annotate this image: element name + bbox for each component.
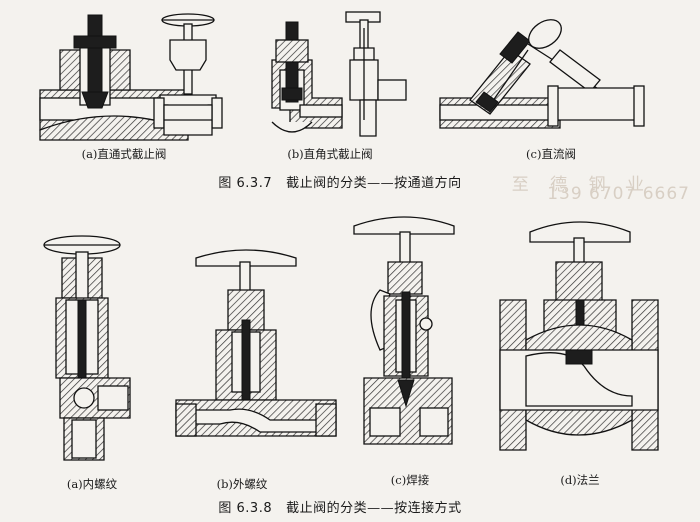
angle-globe-valve-drawing [271, 21, 343, 133]
watermark-phone: 139 6707 6667 [547, 184, 690, 204]
figure-title: 截止阀的分类——按连接方式 [286, 501, 462, 516]
subfigure-label-flanged: (d)法兰 [560, 473, 600, 487]
subfigure-label-straight-globe: (a)直通式截止阀 [81, 147, 167, 161]
internal-thread-valve-drawing [43, 235, 131, 461]
figure-number: 图 6.3.8 [218, 501, 273, 516]
figure-title: 截止阀的分类——按通道方向 [286, 176, 462, 191]
external-thread-valve-drawing [175, 249, 337, 437]
angle-valve-outline-drawing [345, 11, 407, 137]
y-pattern-valve-drawing [439, 31, 561, 129]
figure-caption-6-3-8: 图 6.3.8 截止阀的分类——按连接方式 [218, 497, 461, 516]
welded-valve-drawing [353, 216, 455, 445]
y-valve-outline-drawing [527, 19, 645, 127]
subfigure-label-angle-globe: (b)直角式截止阀 [287, 147, 373, 161]
subfigure-label-welded: (c)焊接 [390, 473, 430, 487]
flanged-valve-drawing [499, 221, 659, 451]
subfigure-label-y-pattern: (c)直流阀 [526, 147, 576, 161]
figure-number: 图 6.3.7 [218, 176, 273, 191]
figure-caption-6-3-7: 图 6.3.7 截止阀的分类——按通道方向 [218, 172, 461, 191]
watermark-company: 至 德 钢 业 [511, 175, 652, 195]
subfigure-label-internal-thread: (a)内螺纹 [66, 477, 118, 491]
subfigure-label-external-thread: (b)外螺纹 [216, 477, 268, 491]
straight-globe-valve-drawing [39, 14, 189, 141]
globe-valve-outline-drawing [153, 13, 223, 136]
